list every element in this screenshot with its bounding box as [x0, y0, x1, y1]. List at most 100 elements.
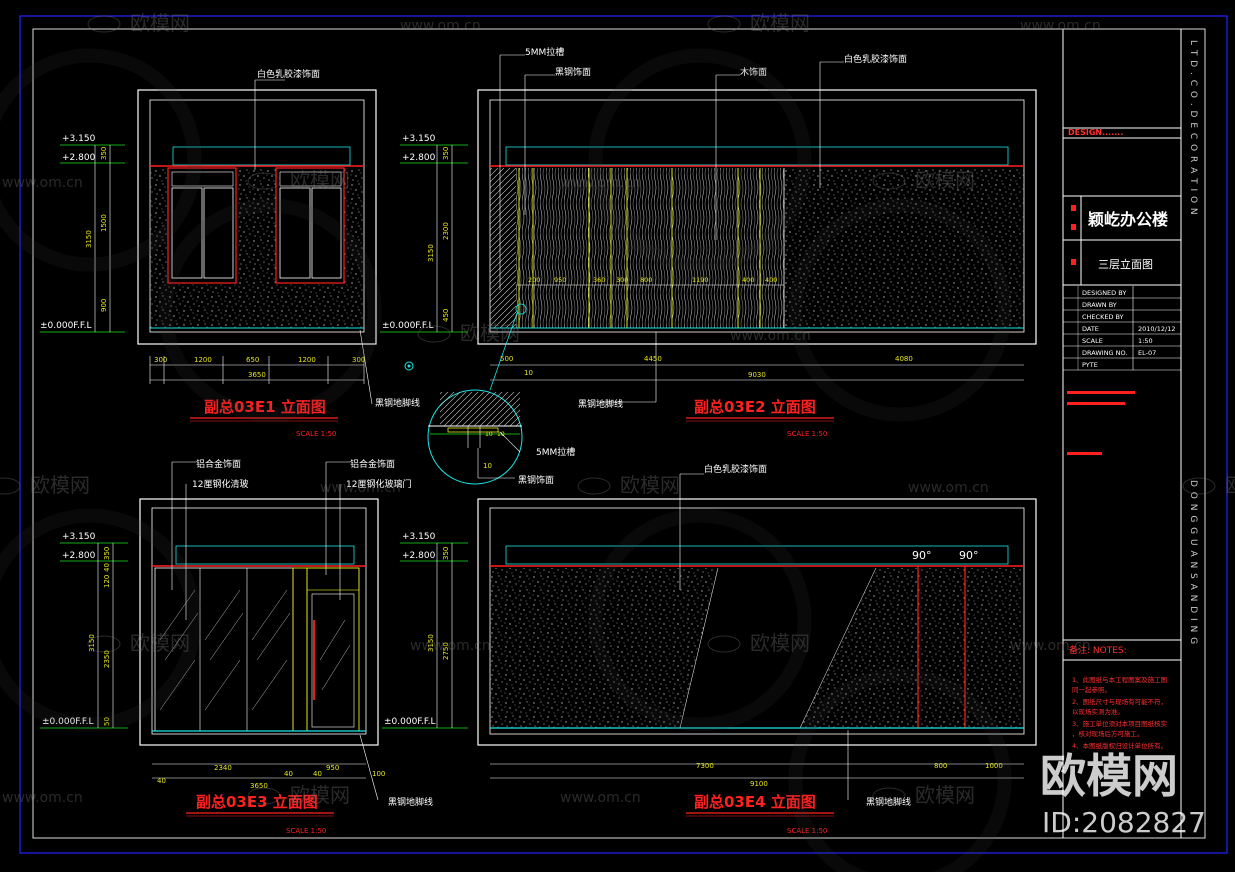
e2-callout-0: 5MM拉槽 — [525, 46, 564, 58]
e2-paint-panel — [784, 168, 1024, 328]
watermark-id: ID:2082827 — [1042, 806, 1206, 839]
e3-hdim-4: 100 — [372, 770, 385, 778]
tb-row-label: PYTE — [1082, 361, 1098, 369]
vertical-company-right: L T D . C O . D E C O R A T I O N — [1188, 40, 1198, 216]
e4-hdim-2: 1000 — [985, 762, 1003, 770]
watermark-brand: 欧模网 — [750, 631, 810, 655]
e3-callout-3: 12厘钢化玻璃门 — [346, 478, 411, 490]
watermark-brand: 欧模网 — [915, 783, 975, 807]
watermark-site: www.om.cn — [730, 328, 811, 344]
e1-title: 副总03E1 立面图 — [204, 398, 326, 416]
watermark-site: www.om.cn — [560, 175, 641, 191]
notes-title: 备注: NOTES: — [1069, 644, 1127, 656]
tb-row-label: DRAWN BY — [1082, 301, 1117, 309]
tb-row-label: DATE — [1082, 325, 1099, 333]
e4-hdim-1: 800 — [934, 762, 947, 770]
note-line: 4、本图纸版权归设计单位所有。 — [1072, 741, 1167, 750]
e2-hatch — [490, 168, 516, 328]
e2-wood-panel — [516, 168, 784, 328]
e4-angle-0: 90° — [912, 549, 932, 562]
e3-vdim-4: 2350 — [103, 650, 111, 668]
e2-inner-dim: 800 — [640, 276, 652, 284]
note-line: 3、施工单位须对本项目图纸核实 — [1072, 719, 1168, 728]
tb-row-label: DESIGNED BY — [1082, 289, 1126, 297]
e1-total: 3650 — [248, 371, 266, 379]
e3-vdim-0: 350 — [103, 547, 111, 560]
sheet-title: 三层立面图 — [1098, 257, 1153, 271]
tb-row-value: 2010/12/12 — [1138, 325, 1175, 333]
e2-callout-1: 黑钢饰面 — [555, 66, 591, 78]
e4-level-1: +3.150 — [402, 532, 436, 542]
watermark-site: www.om.cn — [1010, 638, 1091, 654]
detail-dim-2: 10 — [483, 462, 492, 470]
inner-frame — [32, 28, 1206, 839]
project-title: 颖屹办公楼 — [1088, 210, 1168, 229]
e2-level-3: ±0.000F.F.L — [382, 321, 434, 331]
watermark-site: www.om.cn — [1020, 18, 1101, 34]
watermark-brand: 欧模网 — [290, 168, 350, 192]
detail-callout-steel: 黑钢饰面 — [518, 474, 554, 486]
e1-hdim: 300 — [352, 356, 365, 364]
e2-vdim-1: 2300 — [442, 222, 450, 240]
e4-total: 9100 — [750, 780, 768, 788]
design-text: DESIGN....... — [1068, 128, 1123, 137]
e2-total: 9030 — [748, 371, 766, 379]
e2-level-1: +3.150 — [402, 134, 436, 144]
watermark-brand: 欧模网 — [1225, 473, 1235, 497]
e3-hdim-1: 40 — [284, 770, 293, 778]
watermark-brand: 欧模网 — [915, 168, 975, 192]
e3-vdim-3: 3150 — [88, 634, 96, 652]
watermark-brand: 欧模网 — [290, 783, 350, 807]
e2-inner-dim: 400 — [742, 276, 754, 284]
e1-hdim: 300 — [154, 356, 167, 364]
e4-wall-right — [800, 568, 1022, 728]
e1-hdim: 650 — [246, 356, 259, 364]
e3-level-3: ±0.000F.F.L — [42, 717, 94, 727]
e2-inner-dim: 1190 — [692, 276, 709, 284]
e3-level-1: +3.150 — [62, 532, 96, 542]
e3-vdim-2: 120 — [103, 575, 111, 588]
e4-title: 副总03E4 立面图 — [694, 793, 816, 811]
watermarks: 欧模网欧模网欧模网欧模网欧模网欧模网欧模网欧模网欧模网欧模网欧模网欧模网www.… — [0, 11, 1235, 872]
watermark-site: www.om.cn — [560, 790, 641, 806]
watermark-brand: 欧模网 — [130, 11, 190, 35]
e2-inner-dim: 200 — [528, 276, 540, 284]
elevation-e1: 白色乳胶漆饰面 黑钢地脚线 +3.150 +2.800 ±0.000F.F.L … — [40, 68, 420, 438]
detail-callout-5mm: 5MM拉槽 — [536, 446, 575, 458]
e2-scale: SCALE 1:50 — [787, 430, 827, 438]
e4-angle-1: 90° — [959, 549, 979, 562]
e1-level-2: +2.800 — [62, 153, 96, 163]
e4-level-2: +2.800 — [402, 551, 436, 561]
e1-vdim-0: 350 — [100, 147, 108, 160]
watermark-site: www.om.cn — [410, 638, 491, 654]
watermark-big: 欧模网 — [1040, 749, 1178, 803]
watermark-site: www.om.cn — [908, 480, 989, 496]
e2-callout-3: 白色乳胶漆饰面 — [844, 53, 907, 65]
e2-hdim-2: 4080 — [895, 355, 913, 363]
e1-callout-top: 白色乳胶漆饰面 — [257, 68, 320, 80]
e2-inner-dim: 360 — [593, 276, 605, 284]
note-line: 2、图纸尺寸与现场有可能不符， — [1072, 697, 1167, 706]
e3-hdim-3: 950 — [326, 764, 339, 772]
e2-hdim-3: 10 — [524, 369, 533, 377]
e4-callout-top: 白色乳胶漆饰面 — [704, 463, 767, 475]
e1-vdim-2: 3150 — [85, 230, 93, 248]
e3-total: 3650 — [250, 782, 268, 790]
e1-level-1: +3.150 — [62, 134, 96, 144]
elevation-e3: 铝合金饰面 12厘钢化清玻 铝合金饰面 12厘钢化玻璃门 黑钢地脚线 +3.15… — [40, 458, 433, 835]
e2-inner-dim: 400 — [765, 276, 777, 284]
e3-hdim-2: 40 — [313, 770, 322, 778]
e4-scale: SCALE 1:50 — [787, 827, 827, 835]
e3-callout-1: 12厘钢化清玻 — [192, 478, 248, 490]
e1-vdim-3: 900 — [100, 299, 108, 312]
e3-callout-2: 铝合金饰面 — [350, 458, 395, 470]
e3-hdim-0: 2340 — [214, 764, 232, 772]
watermark-site: www.om.cn — [400, 18, 481, 34]
e1-hdim: 1200 — [194, 356, 212, 364]
e4-vdim-2: 2750 — [442, 642, 450, 660]
e2-title: 副总03E2 立面图 — [694, 398, 816, 416]
outer-frame — [19, 15, 1228, 854]
note-line: 1、此图纸与本工程图案及施工图 — [1072, 675, 1167, 684]
